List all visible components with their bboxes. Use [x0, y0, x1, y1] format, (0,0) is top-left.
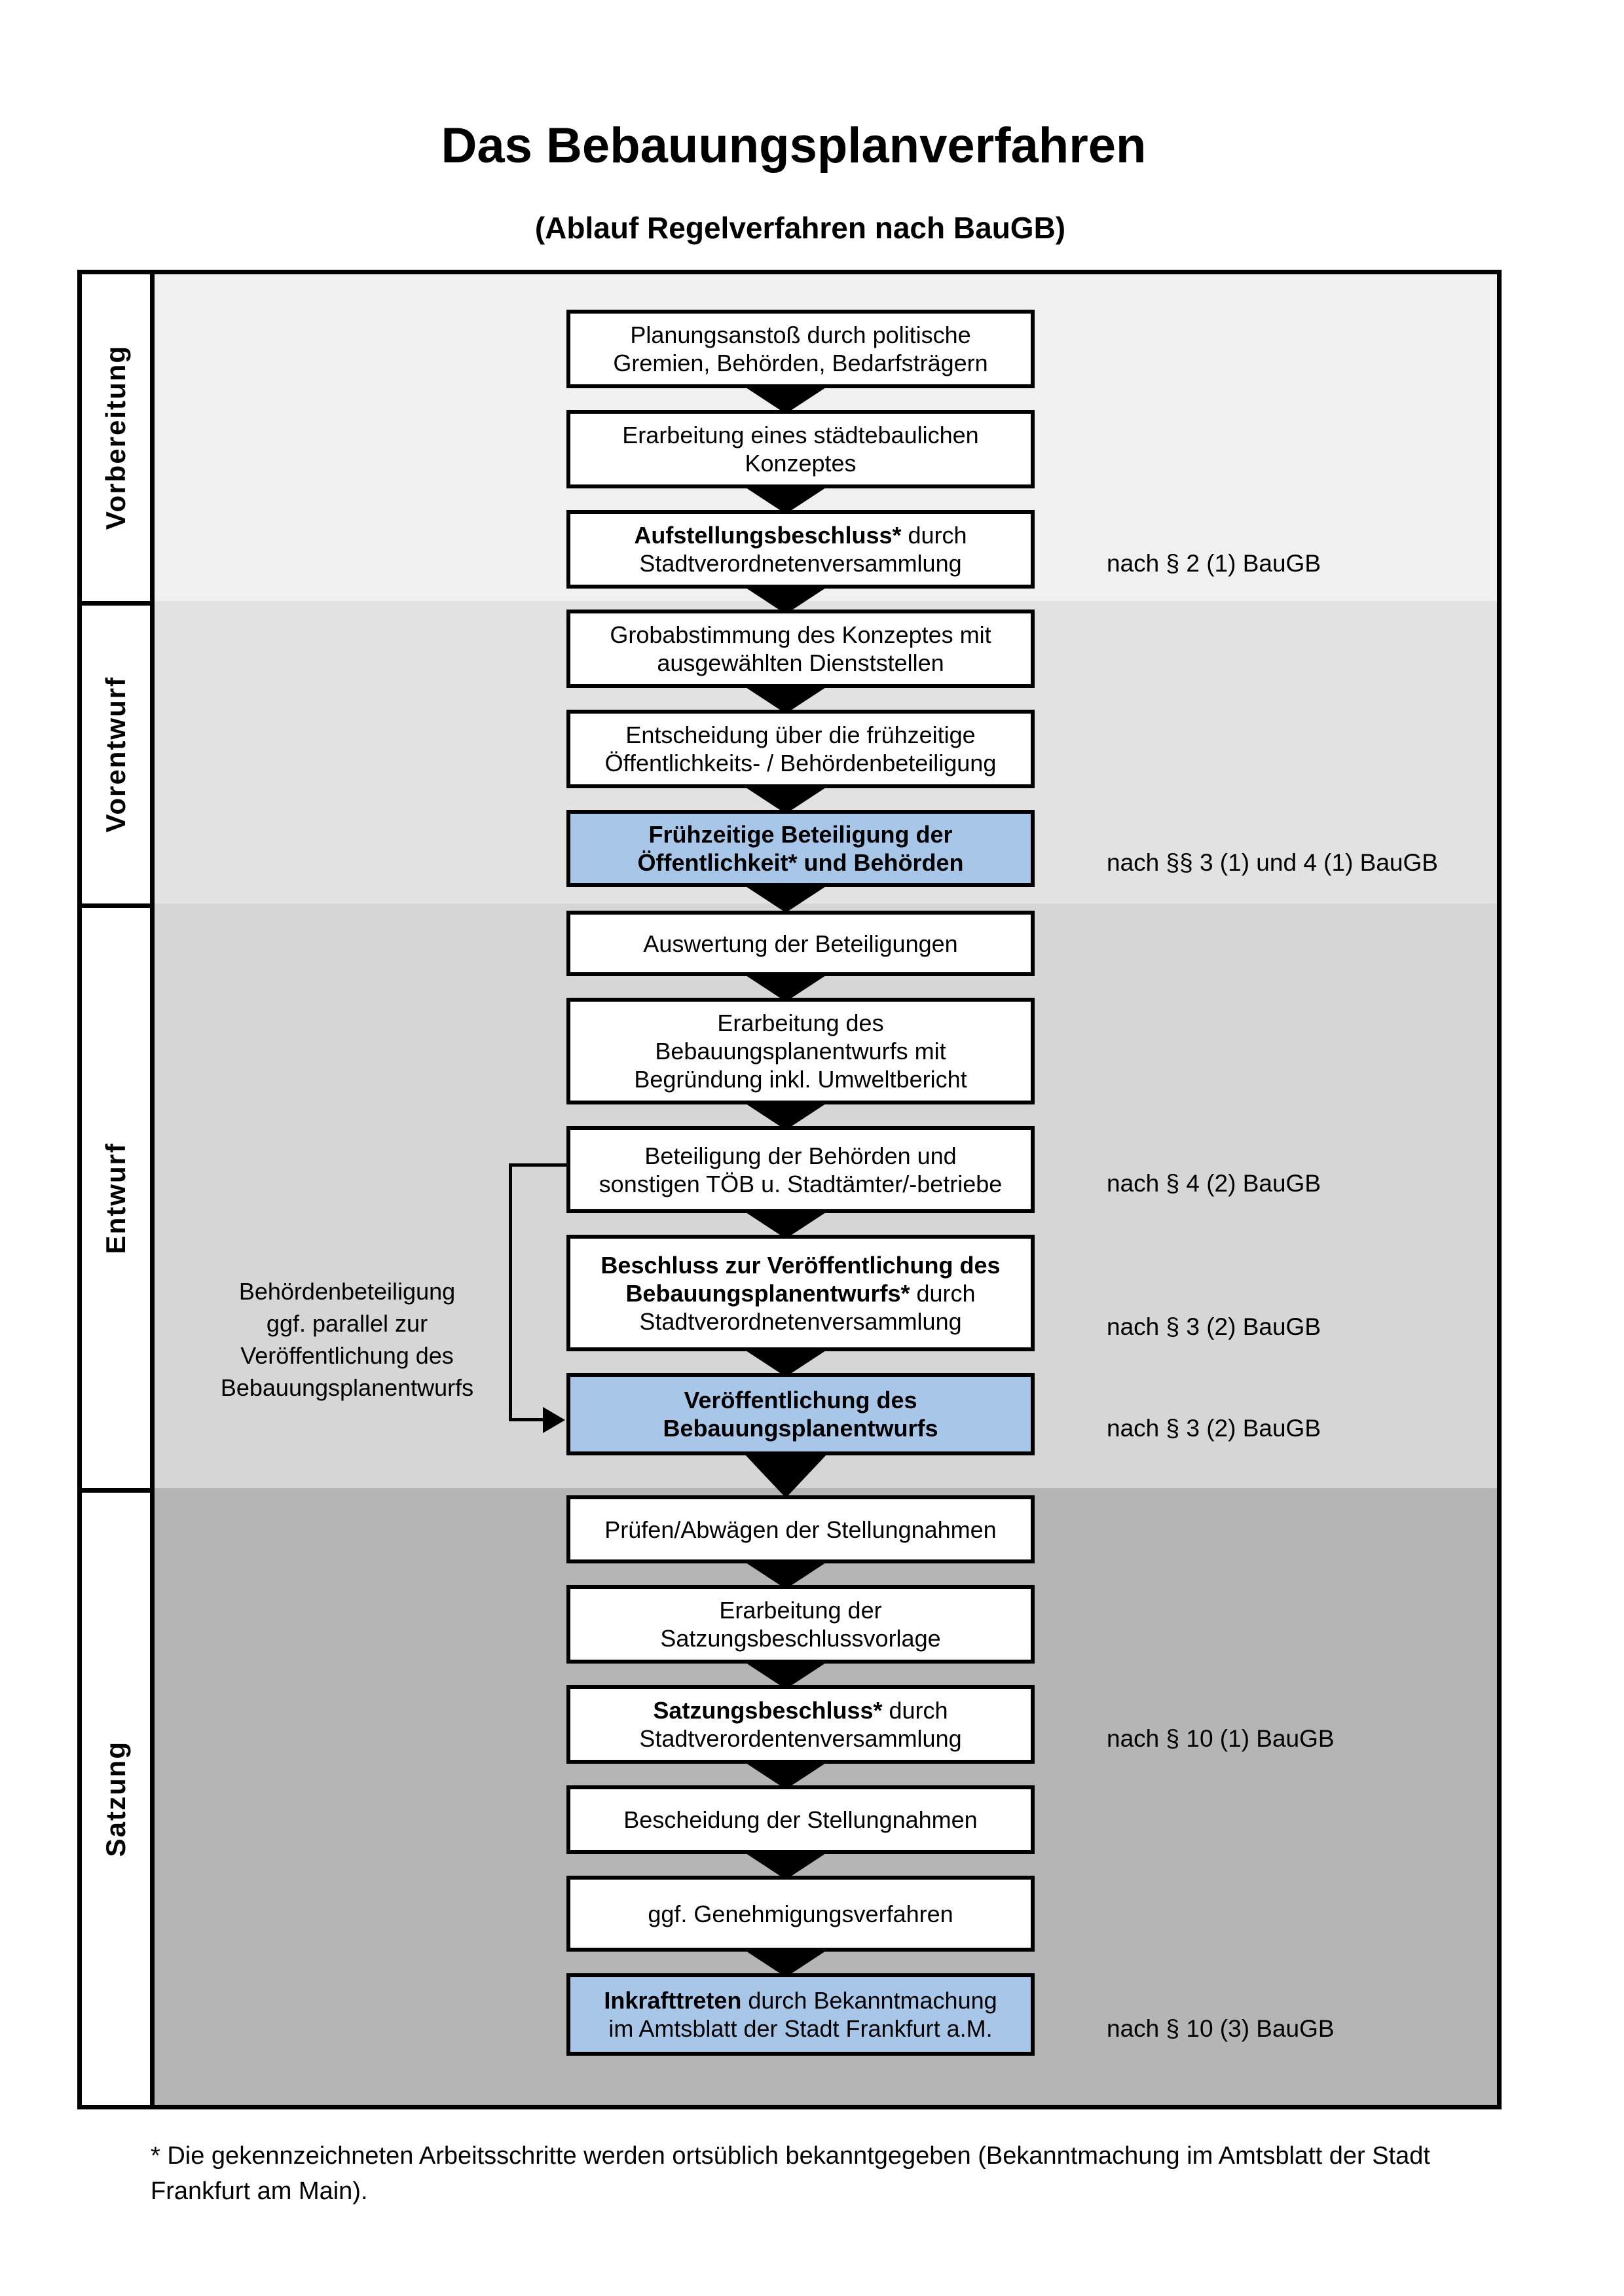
step-entscheidung-beteiligung: Entscheidung über die frühzeitige Öffent… — [566, 710, 1035, 788]
step-inkrafttreten: Inkrafttreten durch Bekanntmachung im Am… — [566, 1973, 1035, 2056]
step-satzungsbeschluss: Satzungsbeschluss* durch Stadtverordente… — [566, 1685, 1035, 1764]
down-arrow-icon — [744, 1453, 828, 1498]
annotation-inkrafttreten: nach § 10 (3) BauGB — [1107, 2015, 1335, 2042]
down-arrow-icon — [744, 1662, 828, 1689]
phase-label-vorentwurf: Vorentwurf — [82, 606, 150, 908]
step-genehmigungsverfahren: ggf. Genehmigungsverfahren — [566, 1876, 1035, 1952]
annotation-fruehzeitige-beteiligung: nach §§ 3 (1) und 4 (1) BauGB — [1107, 849, 1438, 876]
down-arrow-icon — [744, 1762, 828, 1789]
down-arrow-icon — [744, 686, 828, 714]
phase-label-vorbereitung: Vorbereitung — [82, 274, 150, 606]
bracket-line-top — [510, 1163, 568, 1167]
down-arrow-icon — [744, 1211, 828, 1239]
footnote: * Die gekennzeichneten Arbeitsschritte w… — [151, 2142, 1430, 2205]
bracket-arrowhead-icon — [543, 1407, 565, 1433]
phase-label-satzung: Satzung — [100, 1740, 131, 1857]
annotation-beschluss-veroeffentlichung: nach § 3 (2) BauGB — [1107, 1313, 1321, 1340]
step-pruefen-abwaegen: Prüfen/Abwägen der Stellungnahmen — [566, 1495, 1035, 1563]
step-planungsanstoss: Planungsanstoß durch politische Gremien,… — [566, 310, 1035, 388]
annotation-satzungsbeschluss: nach § 10 (1) BauGB — [1107, 1725, 1335, 1752]
page-title: Das Bebauungsplanverfahren — [441, 118, 1147, 173]
down-arrow-icon — [744, 974, 828, 1002]
step-beschluss-veroeffentlichung: Beschluss zur Veröffentlichung des Bebau… — [566, 1235, 1035, 1351]
page-subtitle: (Ablauf Regelverfahren nach BauGB) — [534, 211, 1066, 245]
down-arrow-icon — [744, 1852, 828, 1880]
step-veroeffentlichung-entwurf: Veröffentlichung des Bebauungsplanentwur… — [566, 1373, 1035, 1455]
side-note-parallel: Behördenbeteiligung ggf. parallel zur Ve… — [220, 1278, 474, 1401]
down-arrow-icon — [744, 786, 828, 814]
step-erarbeitung-entwurf: Erarbeitung des Bebauungsplanentwurfs mi… — [566, 998, 1035, 1104]
down-arrow-icon — [744, 486, 828, 514]
step-satzungsbeschlussvorlage: Erarbeitung der Satzungsbeschlussvorlage — [566, 1585, 1035, 1664]
down-arrow-icon — [744, 1349, 828, 1377]
annotation-veroeffentlichung: nach § 3 (2) BauGB — [1107, 1415, 1321, 1442]
step-behoerdenbeteiligung: Beteiligung der Behörden und sonstigen T… — [566, 1126, 1035, 1213]
annotation-behoerdenbeteiligung: nach § 4 (2) BauGB — [1107, 1170, 1321, 1197]
bracket-line-bottom — [509, 1418, 544, 1421]
step-staedtebauliches-konzept: Erarbeitung eines städtebaulichen Konzep… — [566, 410, 1035, 488]
phase-label-column: Vorbereitung Vorentwurf Entwurf Satzung — [82, 274, 155, 2105]
annotation-aufstellungsbeschluss: nach § 2 (1) BauGB — [1107, 550, 1321, 577]
step-auswertung: Auswertung der Beteiligungen — [566, 911, 1035, 976]
step-aufstellungsbeschluss: Aufstellungsbeschluss* durch Stadtverord… — [566, 510, 1035, 589]
step-grobabstimmung: Grobabstimmung des Konzeptes mit ausgewä… — [566, 610, 1035, 688]
down-arrow-icon — [744, 1102, 828, 1130]
step-fruehzeitige-beteiligung: Frühzeitige Beteiligung der Öffentlichke… — [566, 810, 1035, 887]
down-arrow-icon — [744, 1950, 828, 1977]
bracket-line-vertical — [509, 1163, 512, 1421]
down-arrow-icon — [744, 1561, 828, 1589]
down-arrow-icon — [744, 386, 828, 414]
step-bescheidung: Bescheidung der Stellungnahmen — [566, 1785, 1035, 1854]
phase-label-entwurf: Entwurf — [82, 908, 150, 1493]
down-arrow-icon — [744, 885, 828, 913]
